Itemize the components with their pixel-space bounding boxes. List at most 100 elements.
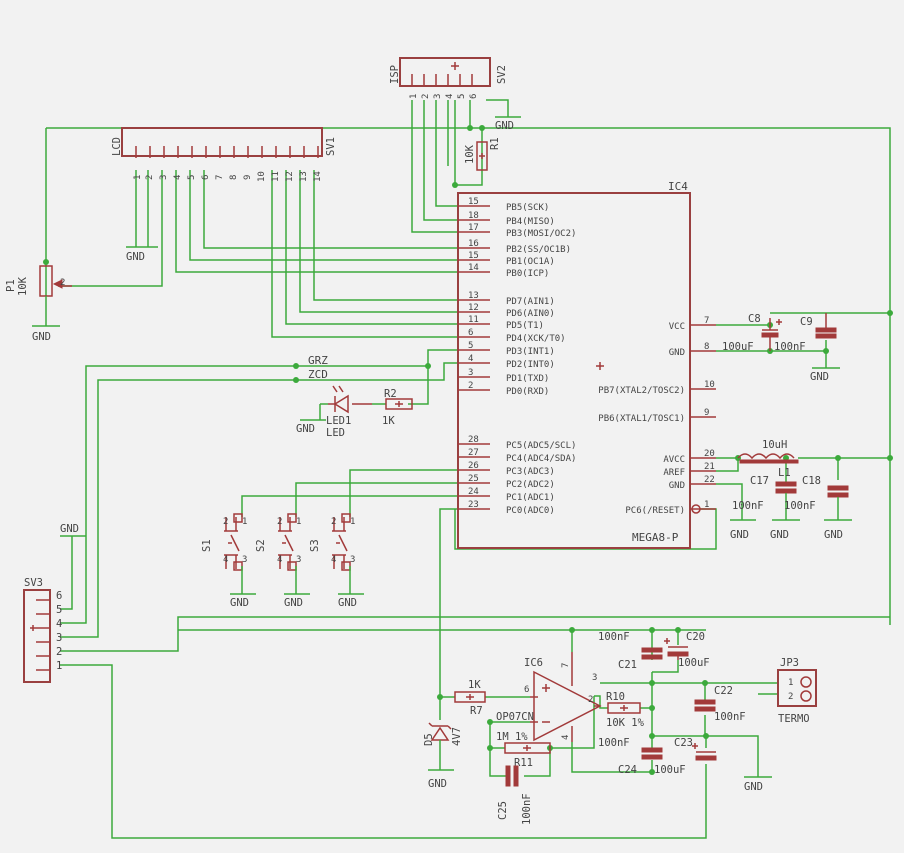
capacitor-c25[interactable]: C25 100nF: [497, 765, 533, 825]
switch-pin: 1: [296, 517, 301, 527]
ic4-part: MEGA8-P: [632, 531, 679, 544]
svg-text:9: 9: [243, 175, 253, 180]
pin-number: 10: [704, 380, 715, 390]
r11-value: 1M 1%: [496, 731, 528, 743]
pin-label: PD4(XCK/T0): [506, 334, 566, 344]
c25-value: 100nF: [521, 793, 533, 825]
svg-text:8: 8: [229, 175, 239, 180]
pin-number: 23: [468, 500, 479, 510]
l1-value: 10uH: [762, 439, 787, 451]
pin-number: 17: [468, 223, 479, 233]
pin-number: 5: [468, 341, 473, 351]
pin-number: 14: [468, 263, 479, 273]
ic4-mega8[interactable]: IC4 MEGA8-P 15PB5(SCK)18PB4(MISO)17PB3(M…: [457, 180, 716, 549]
wires: [45, 99, 891, 839]
resistor-r10[interactable]: R10 10K 1%: [606, 691, 645, 729]
switch-gnd-label: GND: [230, 597, 249, 609]
pin-label: PB7(XTAL2/TOSC2): [598, 386, 685, 396]
pin-number: 26: [468, 461, 479, 471]
switch-pin: 4: [277, 555, 282, 565]
pin-number: 16: [468, 239, 479, 249]
pin-label: AREF: [663, 468, 685, 478]
switch-pin: 3: [350, 555, 355, 565]
isp-connector[interactable]: ISP SV2 1 2 3 4 5 6 GND: [389, 57, 521, 132]
switch-pin: 2: [277, 517, 282, 527]
r1-ref: R1: [489, 137, 501, 150]
opamp-ic6[interactable]: IC6 OP07CN 2 3 4 6 7: [496, 652, 602, 742]
switch-ref: S2: [255, 539, 267, 552]
isp-label: ISP: [389, 65, 401, 84]
d5-gnd-label: GND: [428, 778, 447, 790]
pin-number: 8: [704, 342, 709, 352]
switch-pin: 3: [296, 555, 301, 565]
sv3-connector[interactable]: SV3 6 5 4 3 2 1 GND: [23, 523, 86, 683]
ic6-part: OP07CN: [496, 711, 534, 723]
svg-text:6: 6: [524, 685, 529, 695]
switch-pin: 1: [242, 517, 247, 527]
lcd-label: LCD: [111, 137, 123, 156]
pin-label: PD3(INT1): [506, 347, 555, 357]
d5-ref: D5: [423, 733, 435, 746]
pin-label: PB4(MISO): [506, 217, 555, 227]
led1-type: LED: [326, 427, 345, 439]
pin-label: PC2(ADC2): [506, 480, 555, 490]
capacitor-c18[interactable]: C18 100nF: [784, 475, 849, 520]
zener-d5[interactable]: GND D5 4V7: [423, 722, 463, 790]
capacitor-c22[interactable]: C22 100nF: [694, 685, 746, 723]
isp-gnd-label: GND: [495, 120, 514, 132]
pin-number: 15: [468, 251, 479, 261]
capacitor-c9[interactable]: C9 100nF GND: [774, 313, 840, 383]
pin-number: 25: [468, 474, 479, 484]
resistor-r1[interactable]: 10K R1: [464, 137, 501, 171]
pin-label: PB1(OC1A): [506, 257, 555, 267]
pin-label: PB6(XTAL1/TOSC1): [598, 414, 685, 424]
potentiometer-p1[interactable]: P1 10K 2 GND: [5, 265, 72, 343]
resistor-r11[interactable]: 1M 1% R11: [496, 731, 551, 769]
capacitor-c24[interactable]: 100nF C24: [598, 737, 663, 776]
svg-text:2: 2: [788, 692, 793, 702]
p1-value: 10K: [17, 276, 29, 296]
svg-text:5: 5: [187, 175, 197, 180]
resistor-r7[interactable]: 1K R7: [454, 679, 486, 717]
led-led1[interactable]: GND LED1 LED: [296, 385, 372, 439]
svg-text:14: 14: [313, 171, 323, 182]
connector-jp3[interactable]: JP3 TERMO 1 2: [777, 657, 817, 725]
pin-label: PB2(SS/OC1B): [506, 245, 571, 255]
lcd-connector[interactable]: LCD SV1 1 2 3 4 5 6 7 8 9 10 11 12 13 14: [111, 127, 337, 182]
svg-text:10: 10: [257, 171, 267, 182]
capacitor-c8[interactable]: C8 100uF: [722, 313, 782, 353]
lcd-pin-numbers: 1 2 3 4 5 6 7 8 9 10 11 12 13 14: [133, 171, 323, 182]
pin-label: GND: [669, 481, 685, 491]
svg-text:4: 4: [561, 735, 571, 740]
c24-value: 100nF: [598, 737, 630, 749]
ic6-pin-numbers: 2 3 4 6 7: [524, 663, 597, 740]
inductor-l1[interactable]: 10uH L1: [737, 439, 799, 479]
pin-label: PD6(AIN0): [506, 309, 555, 319]
r10-value: 10K 1%: [606, 717, 645, 729]
resistor-r2[interactable]: R2 1K: [372, 388, 413, 427]
sv2-label: SV2: [496, 65, 508, 84]
pin-label: PC1(ADC1): [506, 493, 555, 503]
ic4-right-pins: 7VCC8GND10PB7(XTAL2/TOSC2)9PB6(XTAL1/TOS…: [598, 316, 716, 516]
p1-ref: P1: [5, 279, 17, 292]
pin-number: 7: [704, 316, 709, 326]
capacitor-c21[interactable]: 100nF C21: [598, 631, 663, 671]
capacitor-c20[interactable]: C20 100uF: [664, 631, 710, 669]
svg-text:1: 1: [56, 660, 62, 672]
capacitor-c17[interactable]: C17 100nF: [732, 475, 797, 520]
capacitor-c23[interactable]: C23 100uF: [654, 737, 717, 776]
